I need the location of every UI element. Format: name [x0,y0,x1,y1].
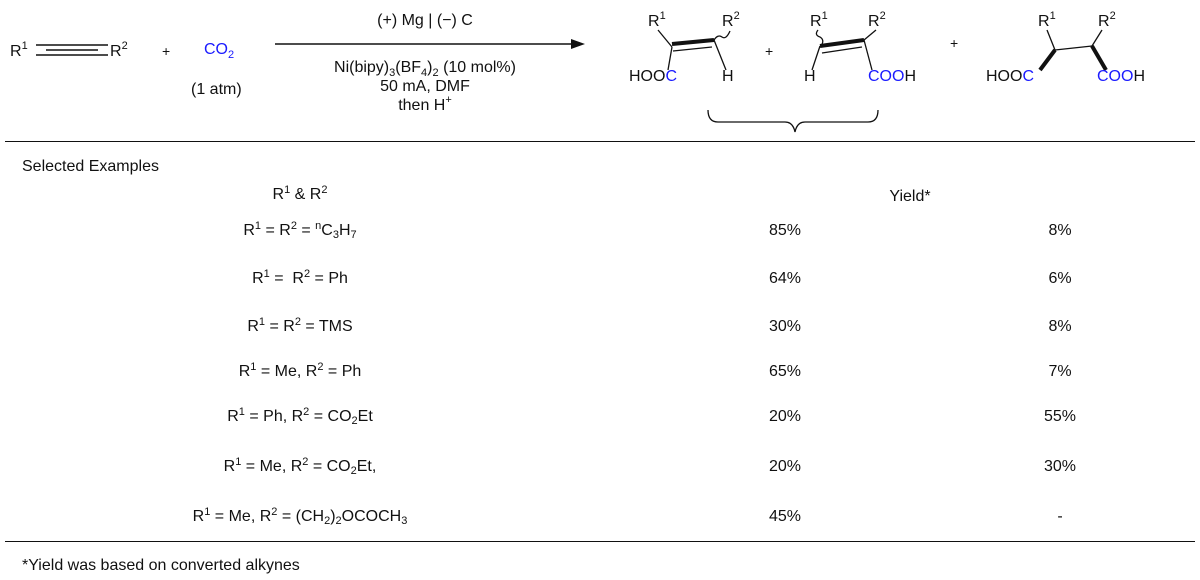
row-substituents: R1 = Me, R2 = CO2Et, [223,456,377,477]
co2-reagent: CO2 (1 atm) [191,41,242,98]
svg-text:H: H [804,68,816,85]
svg-text:50 mA, DMF: 50 mA, DMF [380,78,470,95]
table-bottom-rule [5,541,1195,542]
section-label: Selected Examples [22,158,159,175]
plus-sign: + [950,35,958,51]
svg-text:CO2: CO2 [204,41,234,61]
row-substituents: R1 = R2 = TMS [247,316,353,336]
reaction-conditions: (+) Mg | (−) C Ni(bipy)3(BF4)2 (10 mol%)… [334,12,516,114]
col-header-substituents: R1 & R2 [272,184,328,204]
svg-text:R2: R2 [868,10,886,30]
svg-text:H: H [722,68,734,85]
svg-text:R2: R2 [110,40,128,60]
svg-text:R1: R1 [810,10,828,30]
row-yield-diacid: 6% [1048,270,1072,287]
svg-text:R1: R1 [1038,10,1056,30]
plus-sign: + [162,43,170,59]
svg-text:R2: R2 [722,10,740,30]
row-yield-diacid: 8% [1048,222,1072,239]
reaction-arrow [275,39,585,49]
svg-text:COOH: COOH [868,68,916,85]
row-substituents: R1 = Ph, R2 = CO2Et [227,406,373,427]
footnote: *Yield was based on converted alkynes [22,557,300,574]
row-substituents: R1 = R2 = Ph [252,268,348,288]
svg-text:R2: R2 [1098,10,1116,30]
plus-sign: + [765,43,773,59]
col-header-yield: Yield* [889,188,931,205]
svg-text:R1: R1 [648,10,666,30]
row-yield-diacid: 8% [1048,318,1072,335]
row-yield-unsaturated: 65% [768,363,802,380]
row-substituents: R1 = Me, R2 = (CH2)2OCOCH3 [192,506,408,527]
svg-text:Ni(bipy)3(BF4)2 (10 mol%): Ni(bipy)3(BF4)2 (10 mol%) [334,59,516,79]
product-acid-1: R1 R2 HOOC H [629,10,740,85]
row-yield-diacid: 55% [1043,408,1077,425]
row-yield-unsaturated: 30% [768,318,802,335]
reaction-scheme: R1 R2 + CO2 (1 atm) (+) Mg | (−) C Ni(bi… [10,10,1145,133]
row-yield-unsaturated: 85% [768,222,802,239]
svg-text:R1: R1 [10,40,28,60]
pressure-label: (1 atm) [191,81,242,98]
row-substituents: R1 = R2 = nC3H7 [243,220,357,241]
row-yield-diacid: 7% [1048,363,1072,380]
row-yield-unsaturated: 20% [768,408,802,425]
alkyne-reactant: R1 R2 [10,40,128,60]
svg-text:then H+: then H+ [398,94,452,114]
row-yield-diacid: - [1057,508,1063,525]
svg-text:(+) Mg | (−) C: (+) Mg | (−) C [377,12,473,29]
product-diacid: R1 R2 HOOC COOH [986,10,1145,85]
row-yield-unsaturated: 45% [768,508,802,525]
table-top-rule [5,141,1195,142]
svg-text:COOH: COOH [1097,68,1145,85]
product-acid-2: R1 R2 H COOH [804,10,916,85]
row-yield-unsaturated: 64% [768,270,802,287]
svg-text:HOOC: HOOC [986,68,1034,85]
row-yield-unsaturated: 20% [768,458,802,475]
svg-text:HOOC: HOOC [629,68,677,85]
row-substituents: R1 = Me, R2 = Ph [238,361,362,381]
product-brace [707,109,879,133]
row-yield-diacid: 30% [1043,458,1077,475]
